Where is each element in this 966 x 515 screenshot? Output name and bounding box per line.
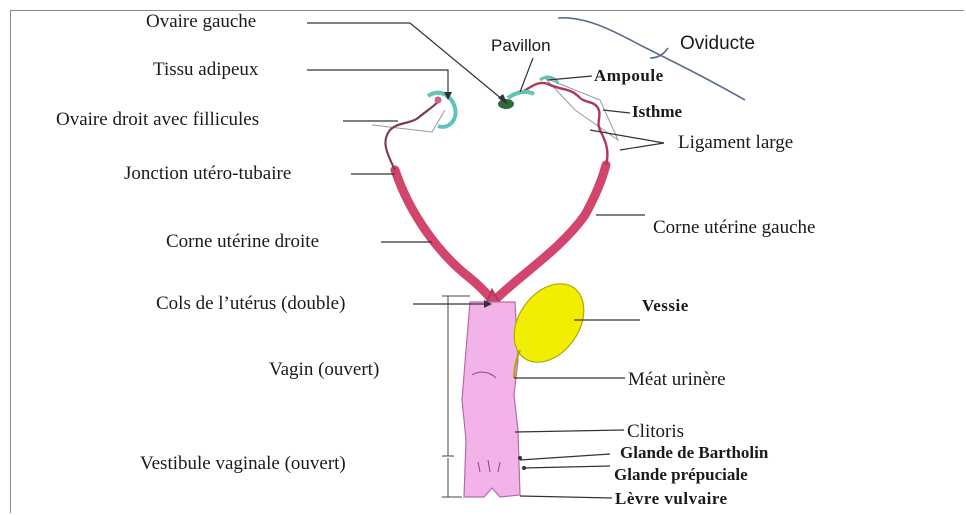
corne-uterine-droite <box>395 170 492 300</box>
ovaire-gauche <box>498 99 514 109</box>
label-jonction: Jonction utéro-tubaire <box>124 164 291 183</box>
label-vessie: Vessie <box>642 297 689 314</box>
leader-ligament-2 <box>590 130 664 143</box>
label-meat: Méat urinère <box>628 370 726 389</box>
label-pavillon: Pavillon <box>491 37 551 54</box>
leader-clitoris <box>515 430 624 432</box>
leader-ligament-1 <box>620 143 664 150</box>
leader-levre <box>520 496 612 498</box>
tube-droite <box>385 100 440 170</box>
ovaire-droit <box>428 93 456 127</box>
leader-ovaire-gauche <box>307 23 503 100</box>
label-clitoris: Clitoris <box>627 422 684 441</box>
label-vagin: Vagin (ouvert) <box>269 360 379 379</box>
label-corne-gauche: Corne utérine gauche <box>653 218 815 237</box>
oviducte-bracket-tip <box>650 48 668 58</box>
label-ovaire-gauche: Ovaire gauche <box>146 12 256 31</box>
leader-tissu-adipeux <box>307 70 448 96</box>
leader-bartholin <box>520 454 610 460</box>
label-ampoule: Ampoule <box>594 67 664 84</box>
label-preputiale: Glande prépuciale <box>614 466 748 483</box>
label-vestibule: Vestibule vaginale (ouvert) <box>140 454 346 473</box>
pavillon-shape <box>508 92 534 98</box>
label-corne-droite: Corne utérine droite <box>166 232 319 251</box>
label-isthme: Isthme <box>632 103 682 120</box>
label-ovaire-droit: Ovaire droit avec fillicules <box>56 110 259 129</box>
label-levre: Lèvre vulvaire <box>615 490 728 507</box>
leader-isthme <box>603 110 630 113</box>
label-cols: Cols de l’utérus (double) <box>156 294 345 313</box>
leader-preputiale <box>523 466 610 468</box>
label-oviducte: Oviducte <box>680 34 755 53</box>
label-ligament: Ligament large <box>678 133 793 152</box>
label-tissu-adipeux: Tissu adipeux <box>153 60 258 79</box>
corne-uterine-gauche <box>495 165 606 300</box>
oviducte-bracket <box>558 18 745 100</box>
vagin <box>462 302 520 497</box>
label-bartholin: Glande de Bartholin <box>620 444 768 461</box>
follicule <box>435 97 442 104</box>
